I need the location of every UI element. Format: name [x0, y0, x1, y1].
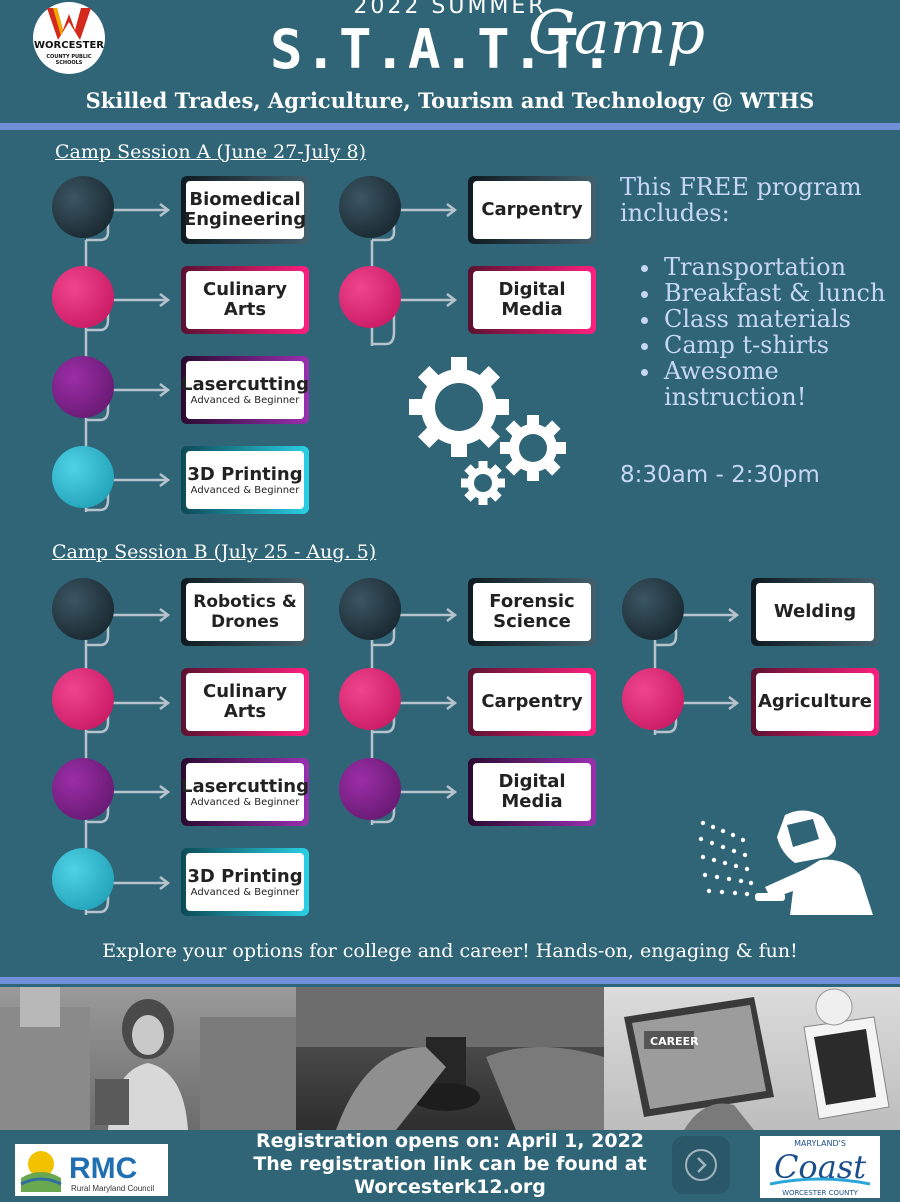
welder-icon [698, 810, 873, 915]
course-card[interactable]: Carpentry [468, 176, 596, 244]
course-subtitle: Advanced & Beginner [190, 484, 300, 496]
registration-line-2: The registration link can be found at [253, 1153, 647, 1175]
node-circle [622, 668, 684, 730]
registration-link[interactable]: Worcesterk12.org [354, 1176, 546, 1198]
list-item: Awesome instruction! [662, 358, 892, 410]
node-circle [339, 578, 401, 640]
overline: 2022 SUMMER [353, 0, 547, 19]
course-title: Forensic Science [489, 591, 575, 632]
hours: 8:30am - 2:30pm [620, 462, 820, 488]
photo-workshop [296, 987, 604, 1130]
node-circle [622, 578, 684, 640]
page-title: S.T.A.T.T. [270, 18, 616, 81]
course-title: Carpentry [481, 199, 583, 220]
course-title: 3D Printing [187, 865, 303, 887]
tagline: Explore your options for college and car… [102, 940, 798, 962]
w-logo-icon [47, 8, 91, 40]
divider [0, 977, 900, 984]
course-title: 3D Printing [187, 463, 303, 485]
node-circle [52, 176, 114, 238]
node-circle [52, 356, 114, 418]
node-circle [52, 668, 114, 730]
node-circle [52, 578, 114, 640]
node-circle [52, 758, 114, 820]
subtitle: Skilled Trades, Agriculture, Tourism and… [85, 88, 815, 113]
laptop-career-text: CAREER [650, 1035, 699, 1048]
course-card[interactable]: Digital Media [468, 266, 596, 334]
course-card[interactable]: Culinary Arts [181, 668, 309, 736]
logo-text: WORCESTER [34, 40, 104, 51]
session-b-heading: Camp Session B (July 25 - Aug. 5) [52, 541, 377, 563]
session-a-heading: Camp Session A (June 27-July 8) [55, 141, 366, 163]
node-circle [339, 176, 401, 238]
rmc-text: RMC [69, 1152, 137, 1185]
page-title-script: Camp [528, 0, 705, 68]
course-card[interactable]: Robotics & Drones [181, 578, 309, 646]
course-title: Lasercutting [181, 373, 309, 395]
course-card[interactable]: Forensic Science [468, 578, 596, 646]
registration-info: Registration opens on: April 1, 2022 The… [230, 1130, 670, 1199]
course-title: Agriculture [757, 691, 873, 712]
maryland-coast-logo: MARYLAND'S Coast WORCESTER COUNTY [760, 1136, 880, 1198]
chevron-right-icon [685, 1149, 717, 1181]
course-card[interactable]: Welding [751, 578, 879, 646]
node-circle [339, 758, 401, 820]
program-intro: This FREE program includes: [620, 173, 862, 227]
course-card[interactable]: Carpentry [468, 668, 596, 736]
course-subtitle: Advanced & Beginner [190, 886, 300, 898]
course-title: Biomedical Engineering [183, 189, 307, 230]
node-circle [52, 446, 114, 508]
worcester-logo: WORCESTER COUNTY PUBLIC SCHOOLS [33, 2, 105, 74]
course-title: Digital Media [498, 771, 566, 812]
course-title: Digital Media [498, 279, 566, 320]
list-item: Camp t-shirts [662, 332, 892, 358]
coast-top-text: MARYLAND'S [794, 1139, 846, 1148]
registration-line-1: Registration opens on: April 1, 2022 [255, 1130, 645, 1152]
course-title: Robotics & Drones [193, 592, 297, 632]
course-card[interactable]: Digital Media [468, 758, 596, 826]
program-list: Transportation Breakfast & lunch Class m… [640, 254, 892, 410]
gears-icon [409, 357, 566, 505]
course-title: Culinary Arts [203, 279, 287, 320]
course-title: Lasercutting [181, 775, 309, 797]
course-subtitle: Advanced & Beginner [190, 394, 300, 406]
divider [0, 123, 900, 130]
course-title: Carpentry [481, 691, 583, 712]
photo-laptop: CAREER [604, 987, 900, 1130]
next-button[interactable] [672, 1136, 730, 1194]
course-card[interactable]: Agriculture [751, 668, 879, 736]
rmc-subtext: Rural Maryland Council [71, 1184, 154, 1193]
photo-student [0, 987, 296, 1130]
course-title: Welding [773, 601, 857, 622]
node-circle [52, 266, 114, 328]
logo-subtext: COUNTY PUBLIC SCHOOLS [46, 54, 92, 66]
course-subtitle: Advanced & Beginner [190, 796, 300, 808]
rmc-logo: RMC Rural Maryland Council [15, 1144, 168, 1196]
course-card[interactable]: Biomedical Engineering [181, 176, 309, 244]
node-circle [339, 266, 401, 328]
list-item: Class materials [662, 306, 892, 332]
list-item: Transportation [662, 254, 892, 280]
list-item: Breakfast & lunch [662, 280, 892, 306]
node-circle [52, 848, 114, 910]
coast-sub-text: WORCESTER COUNTY [782, 1189, 859, 1197]
course-title: Culinary Arts [203, 681, 287, 722]
course-card[interactable]: Culinary Arts [181, 266, 309, 334]
node-circle [339, 668, 401, 730]
